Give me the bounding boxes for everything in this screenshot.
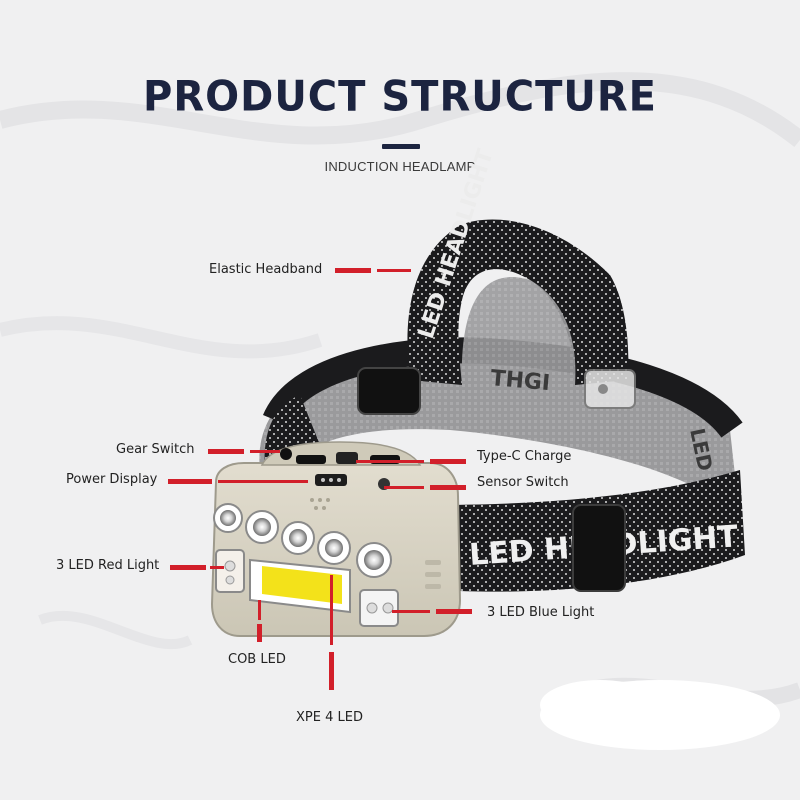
- strap-buckle-front: [572, 504, 626, 592]
- page-subtitle: INDUCTION HEADLAMP: [324, 159, 476, 174]
- callout-sensor-switch-line: [384, 486, 424, 489]
- callout-type-c-line: [356, 460, 424, 463]
- callout-sensor-switch: Sensor Switch: [477, 475, 569, 490]
- xpe-led-row: [213, 503, 392, 578]
- callout-gear-switch-line: [208, 449, 244, 454]
- svg-text:THGI: THGI: [489, 366, 551, 396]
- strap-buckle-top: [357, 367, 421, 415]
- callout-cob-led: COB LED: [228, 652, 286, 667]
- callout-power-display-line: [168, 479, 212, 484]
- strap-top: [407, 219, 629, 385]
- page-title: PRODUCT STRUCTURE: [143, 72, 657, 122]
- callout-gear-switch: Gear Switch: [116, 442, 195, 457]
- callout-power-display: Power Display: [66, 472, 158, 487]
- callout-type-c-charge: Type-C Charge: [477, 449, 572, 464]
- callout-cob-led-line: [258, 600, 261, 620]
- blue-led-module: [359, 589, 399, 627]
- callout-xpe-led: XPE 4 LED: [296, 710, 363, 725]
- callout-blue-light: 3 LED Blue Light: [487, 605, 595, 620]
- callout-red-light-line: [170, 565, 206, 570]
- callout-blue-light-line: [392, 610, 430, 613]
- callout-xpe-led-line: [330, 575, 333, 645]
- title-underline: [382, 144, 420, 149]
- callout-red-light: 3 LED Red Light: [56, 558, 160, 573]
- callout-elastic-headband-line: [335, 268, 371, 273]
- callout-elastic-headband: Elastic Headband: [209, 262, 323, 277]
